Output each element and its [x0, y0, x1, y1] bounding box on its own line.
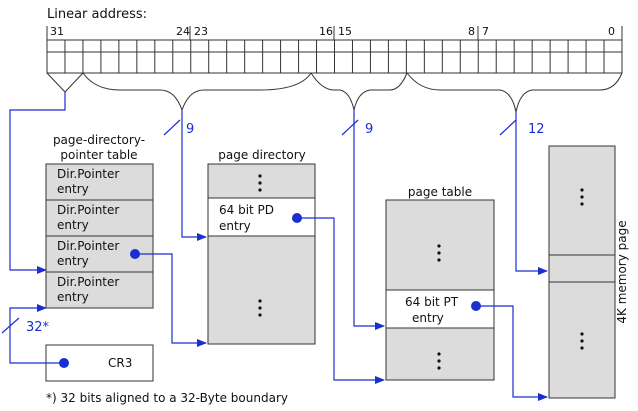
pdpt-entry-1-line2: entry — [57, 218, 89, 232]
pd-ellipsis-bottom — [258, 299, 262, 317]
pt-entry-line1: 64 bit PT — [405, 295, 459, 309]
bit-labels: 31 24 23 16 15 8 0 8 7 — [50, 25, 615, 38]
pdpt-title-line1: page-directory- — [53, 133, 145, 147]
linear-address-register — [46, 39, 623, 74]
page-directory-title: page directory — [218, 148, 305, 162]
footnote: *) 32 bits aligned to a 32-Byte boundary — [46, 391, 288, 405]
pt-ellipsis-bottom — [437, 352, 441, 370]
bit-label-0: 0 — [608, 25, 615, 38]
page-directory-table — [207, 163, 316, 345]
pd-ellipsis-top — [258, 174, 262, 192]
bit-label-31: 31 — [50, 25, 64, 38]
offset-width: 12 — [528, 122, 545, 137]
pt-index-arrow — [353, 110, 385, 330]
bit-label-16: 16 — [319, 25, 333, 38]
bit-label-7: 7 — [482, 25, 489, 38]
pdpt-entry-2-line2: entry — [57, 254, 89, 268]
pt-entry-line2: entry — [412, 311, 444, 325]
pdpt-entry-0 — [45, 163, 154, 201]
pd-entry-line2: entry — [219, 219, 251, 233]
pd-entry-line1: 64 bit PD — [219, 203, 274, 217]
cr3-width: 32* — [26, 320, 50, 335]
mem-ellipsis-bottom — [580, 332, 584, 350]
mem-ellipsis-top — [580, 188, 584, 206]
bracket-pdp-bits — [82, 72, 312, 112]
pd-index-width: 9 — [186, 122, 194, 137]
memory-page — [548, 145, 616, 399]
pdpt-select-arrow — [9, 92, 66, 274]
bracket-offset-bits — [406, 72, 623, 113]
pt-ellipsis-top — [437, 244, 441, 262]
offset-arrow — [515, 112, 548, 275]
cr3-label: CR3 — [108, 356, 132, 370]
pdpt-entry-1 — [45, 199, 154, 237]
bit-label-23: 23 — [194, 25, 208, 38]
page-table-title: page table — [408, 185, 472, 199]
pdpt-entry-3-line1: Dir.Pointer — [57, 275, 119, 289]
pdpt-entry-0-line2: entry — [57, 182, 89, 196]
pdpt-entry-3 — [45, 271, 154, 309]
memory-page-title: 4K memory page — [615, 220, 629, 323]
cr3-to-pdpt-arrow — [9, 304, 64, 364]
pdpt-entry-3-line2: entry — [57, 290, 89, 304]
pd-to-pt-arrow — [297, 217, 385, 384]
pdpt-entry-1-line1: Dir.Pointer — [57, 203, 119, 217]
pt-to-page-arrow — [476, 305, 548, 401]
pdpt-entry-0-line1: Dir.Pointer — [57, 167, 119, 181]
linear-address-label: Linear address: — [47, 7, 147, 22]
bracket-pd-bits — [310, 72, 408, 111]
pt-index-width: 9 — [365, 122, 373, 137]
bracket-bits-31-30 — [46, 72, 84, 93]
pdpt-title-line2: pointer table — [60, 148, 137, 162]
pd-index-arrow — [181, 110, 207, 241]
bit-label-15: 15 — [338, 25, 352, 38]
pdpt-entry-2-line1: Dir.Pointer — [57, 239, 119, 253]
bit-label-8b: 8 — [468, 25, 475, 38]
pdpt-to-pd-arrow — [135, 253, 207, 347]
bit-label-24: 24 — [176, 25, 190, 38]
